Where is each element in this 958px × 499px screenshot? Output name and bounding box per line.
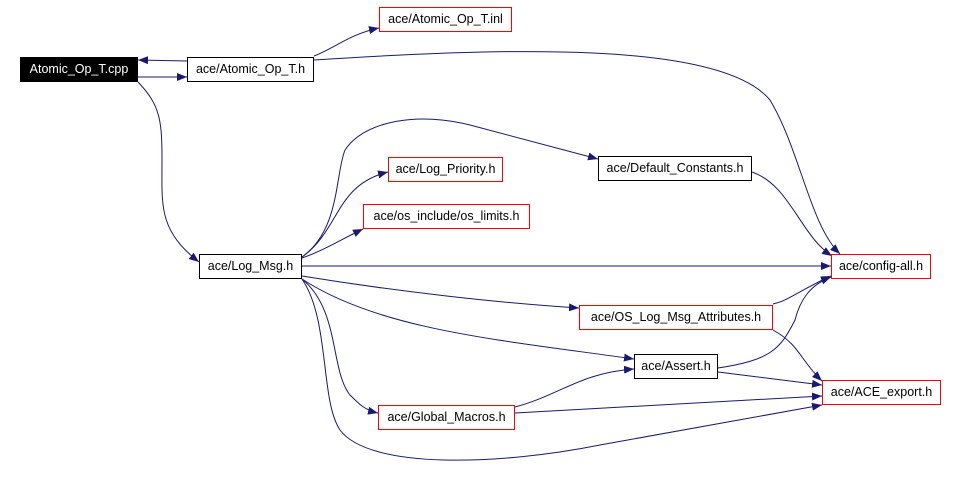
node-assert-h[interactable]: ace/Assert.h (634, 354, 718, 379)
node-global-macros-h[interactable]: ace/Global_Macros.h (378, 405, 515, 430)
node-log-priority-h[interactable]: ace/Log_Priority.h (388, 157, 503, 182)
node-os-log-msg-attributes-h[interactable]: ace/OS_Log_Msg_Attributes.h (579, 305, 773, 330)
edge-log-msg-to-log-priority (301, 170, 389, 258)
edge-log-msg-to-os-log-msg-attributes (301, 275, 580, 312)
edge-log-msg-to-ace-export (301, 278, 823, 461)
edge-log-msg-to-os-limits (301, 228, 364, 259)
node-os-limits-h[interactable]: ace/os_include/os_limits.h (363, 204, 530, 229)
edge-log-msg-to-default-constants (301, 118, 599, 258)
node-atomic-op-t-inl[interactable]: ace/Atomic_Op_T.inl (379, 7, 512, 32)
edge-atomic-h-to-inl (313, 26, 380, 57)
edge-global-macros-to-assert (514, 365, 635, 408)
node-atomic-op-t-cpp[interactable]: Atomic_Op_T.cpp (20, 57, 138, 82)
edge-os-log-msg-attributes-to-ace-export (772, 329, 823, 382)
node-ace-export-h[interactable]: ace/ACE_export.h (822, 380, 941, 405)
edge-atomic-h-to-config-all (313, 51, 841, 255)
edge-cpp-to-log-msg (137, 81, 200, 263)
edge-default-constants-to-config-all (751, 171, 833, 257)
node-default-constants-h[interactable]: ace/Default_Constants.h (598, 156, 752, 181)
node-config-all-h[interactable]: ace/config-all.h (831, 254, 931, 279)
edge-os-log-msg-attributes-to-config-all (772, 275, 832, 305)
edge-atomic-h-to-cpp (137, 56, 188, 65)
edge-assert-to-ace-export (717, 371, 823, 388)
edge-log-msg-to-global-macros (301, 278, 379, 415)
node-atomic-op-t-h[interactable]: ace/Atomic_Op_T.h (187, 57, 314, 82)
edge-global-macros-to-ace-export (514, 392, 823, 414)
node-log-msg-h[interactable]: ace/Log_Msg.h (199, 254, 302, 279)
edge-log-msg-to-assert (301, 278, 635, 362)
edge-assert-to-config-all (717, 276, 832, 369)
